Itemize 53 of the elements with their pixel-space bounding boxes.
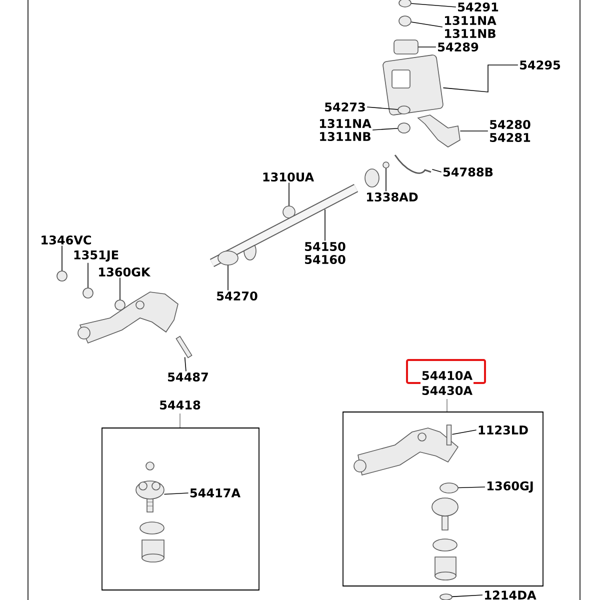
part-number: 1123LD [476,424,530,436]
bolt-drawing [446,424,452,446]
part-number: 1310UA [260,171,316,183]
part-number: 54487 [166,371,210,383]
leader-line [418,46,436,48]
leader-line [410,22,443,28]
shaft-drawing [210,184,358,267]
leader-line [410,3,456,8]
nut-drawing [82,288,94,298]
leader-line [366,106,398,110]
ball-joint-drawing [136,480,164,512]
part-number: 54295 [518,59,562,71]
sensor-wire-drawing [394,154,432,174]
leader-line [324,209,326,242]
nut-drawing [398,0,412,8]
part-number: 54788B [442,166,494,178]
part-number: 54270 [215,290,259,302]
leader-line [432,168,442,172]
part-number: 1360GK [96,266,152,278]
part-number: 54418 [158,399,202,411]
leader-line [442,64,518,92]
part-number: 54410A 54430A [420,370,474,396]
part-number: 1214DA [482,590,538,600]
leader-line [164,492,189,495]
part-number: 1311NA 1311NB [318,118,372,142]
leader-line [458,486,486,488]
nut-drawing [56,270,68,282]
cap-drawing [394,40,418,54]
part-number: 1311NA 1311NB [442,14,498,40]
nut-drawing [440,594,452,600]
part-number: 1351JE [72,249,120,263]
pin-drawing [382,162,390,168]
part-number: 54291 [456,1,500,13]
part-number: 1360GJ [485,480,535,494]
washer-drawing [440,482,458,494]
leader-line [288,182,290,206]
nut-drawing [398,122,410,134]
leader-line [184,356,186,372]
part-number: 54280 54281 [488,118,532,144]
washer-drawing [114,300,126,310]
leader-line [372,128,398,130]
nut-drawing [398,16,412,26]
part-number: 54417A [188,488,242,498]
boot-drawing [382,54,444,116]
bolt-drawing [176,336,192,358]
leader-line [452,430,477,435]
part-number: 54289 [436,41,480,53]
leader-line [460,130,488,132]
leader-line [452,594,483,598]
part-number: 1338AD [364,191,420,203]
part-number: 1346VC [39,234,93,246]
part-number: 54150 54160 [303,240,347,266]
part-number: 54273 [323,101,367,113]
